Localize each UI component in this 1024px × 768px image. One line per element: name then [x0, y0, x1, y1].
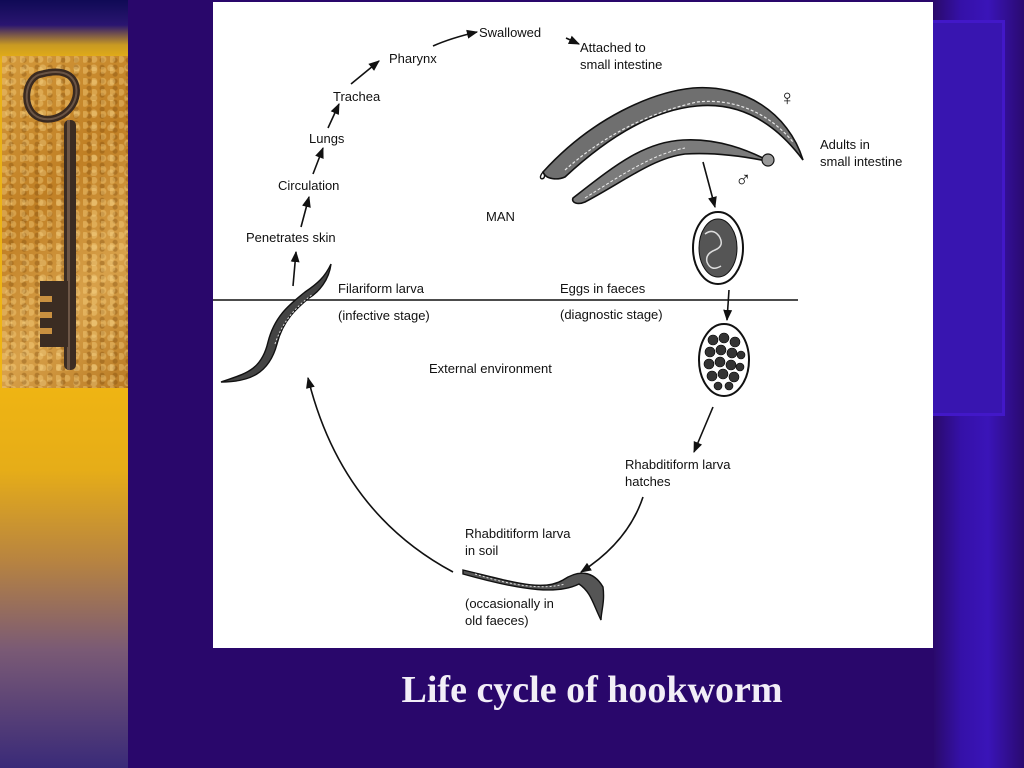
- label-external-environment: External environment: [429, 361, 552, 376]
- arrow-to-hatches: [693, 406, 714, 454]
- arrow-to-soil: [580, 496, 644, 573]
- label-adults-small-intestine: Adults in small intestine: [820, 137, 903, 169]
- arrow-to-lungs: [312, 146, 324, 175]
- key-photo: [2, 56, 128, 388]
- label-penetrates-skin: Penetrates skin: [246, 230, 336, 245]
- label-trachea: Trachea: [333, 89, 381, 104]
- key-icon: [23, 68, 80, 370]
- diagram-artwork: [213, 29, 804, 621]
- arrow-to-circulation: [300, 195, 311, 228]
- rhabditiform-larva-icon: [462, 569, 605, 621]
- right-decorative-panel: [930, 20, 1005, 416]
- female-symbol: ♀: [779, 85, 796, 110]
- label-rhabditiform-in-soil: Rhabditiform larva in soil: [465, 526, 571, 558]
- label-lungs: Lungs: [309, 131, 345, 146]
- male-symbol: ♂: [735, 167, 752, 192]
- label-swallowed: Swallowed: [479, 25, 542, 40]
- label-circulation: Circulation: [278, 178, 340, 193]
- arrow-to-eggs: [702, 161, 717, 209]
- label-infective-stage: (infective stage): [338, 308, 430, 323]
- male-worm-icon: [571, 139, 775, 205]
- arrow-to-trachea: [327, 102, 340, 129]
- label-eggs-in-faeces: Eggs in faeces: [560, 281, 646, 296]
- label-man: MAN: [486, 209, 515, 224]
- filariform-larva-icon: [220, 263, 332, 383]
- arrow-to-attached: [565, 35, 581, 45]
- arrow-eggs-down: [723, 289, 733, 322]
- label-occasionally-old-faeces: (occasionally in old faeces): [465, 596, 554, 628]
- arrow-to-filariform: [306, 376, 454, 573]
- arrow-to-pharynx: [350, 60, 380, 85]
- egg-icon: [692, 211, 744, 285]
- life-cycle-diagram: Swallowed Pharynx Trachea Lungs Circulat…: [213, 2, 933, 648]
- label-attached-small-intestine: Attached to small intestine: [580, 40, 663, 72]
- female-worm-icon: [539, 86, 804, 180]
- slide-title: Life cycle of hookworm: [401, 669, 783, 711]
- arrow-to-swallowed: [432, 29, 479, 47]
- label-filariform-larva: Filariform larva: [338, 281, 424, 296]
- morula-egg-icon: [698, 323, 750, 397]
- label-pharynx: Pharynx: [389, 51, 437, 66]
- label-rhabditiform-hatches: Rhabditiform larva hatches: [625, 457, 731, 489]
- label-diagnostic-stage: (diagnostic stage): [560, 307, 663, 322]
- arrow-to-penetrates: [290, 250, 300, 287]
